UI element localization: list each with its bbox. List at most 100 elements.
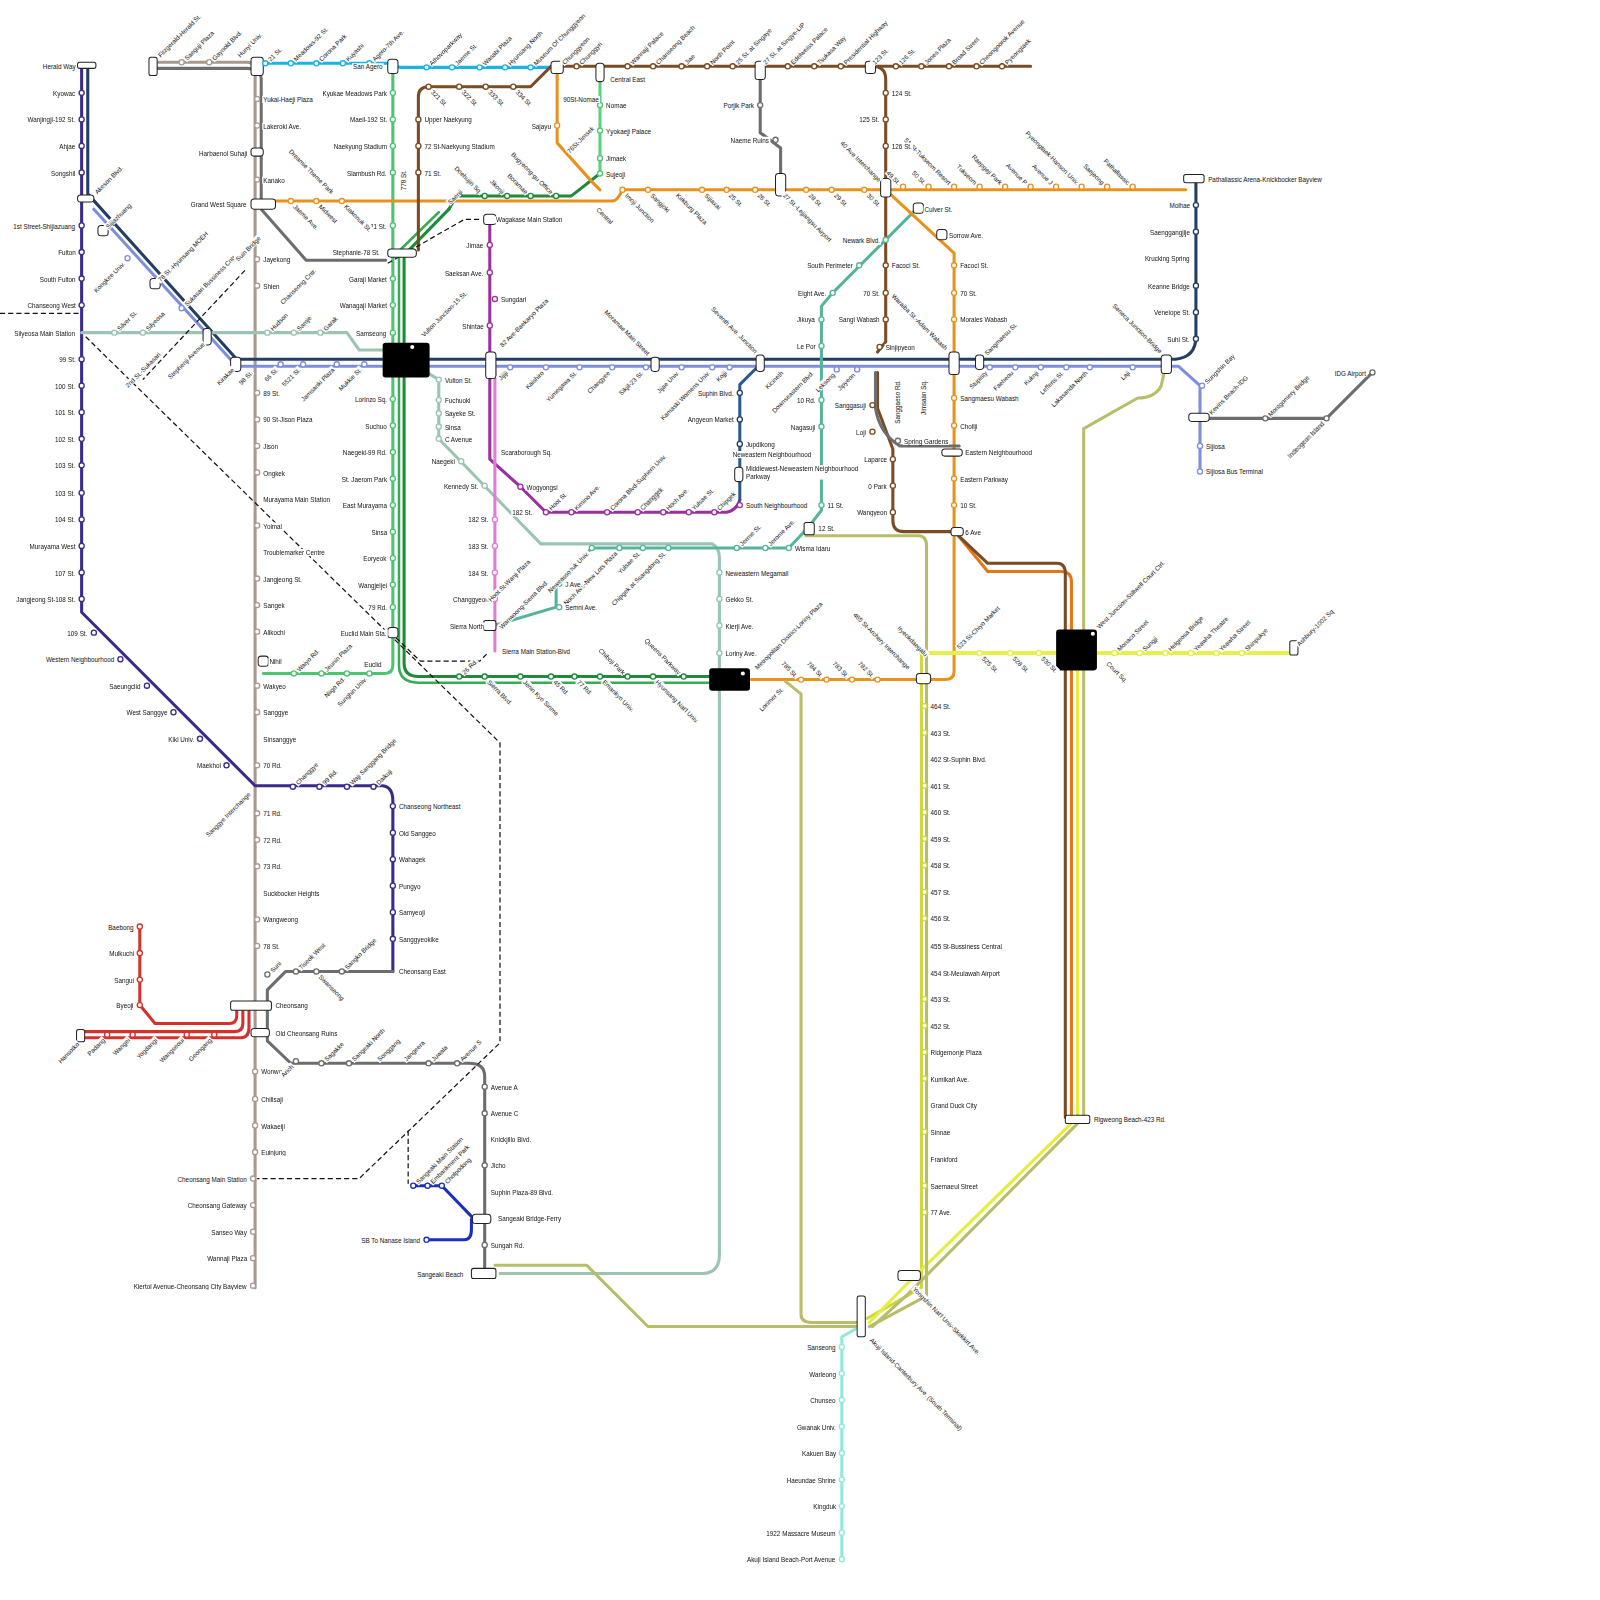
station-label: 124 St. bbox=[891, 89, 913, 96]
station-label: 79 Rd. bbox=[367, 604, 388, 611]
station-label: Suphin Plaza-89 Blvd. bbox=[490, 1188, 554, 1195]
station-dot bbox=[1193, 310, 1198, 315]
station-label: 103 St. bbox=[54, 462, 76, 469]
station-dot bbox=[293, 1059, 298, 1064]
station-label: 333 St. bbox=[486, 87, 507, 108]
station-dot bbox=[724, 187, 729, 192]
station-label: 321 St. bbox=[429, 87, 450, 108]
station-dot bbox=[91, 630, 96, 635]
station-dot bbox=[1054, 184, 1059, 189]
station-label: Wagakase Main Station bbox=[495, 216, 563, 223]
station-label: 50 St. bbox=[910, 168, 928, 186]
station-dot bbox=[118, 657, 123, 662]
station-dot bbox=[922, 1023, 927, 1028]
station-label: Alikochi bbox=[262, 628, 286, 635]
station-label: Sijiosa bbox=[1205, 442, 1226, 449]
station-label: Hyunsang Nat'l Univ. bbox=[654, 677, 702, 725]
station-label: Samje bbox=[294, 313, 313, 332]
station-label: 523 St-Chiyo Market bbox=[955, 603, 1002, 650]
station-label: Kumikari Ave. bbox=[930, 1075, 971, 1082]
station-label: Seventh Ave. Junction bbox=[709, 304, 760, 355]
station-dot bbox=[705, 64, 710, 69]
station-label: Avenue C bbox=[490, 1110, 520, 1117]
station-label: Kierji Ave. bbox=[724, 622, 754, 629]
station-dot bbox=[1137, 651, 1142, 656]
station-dot bbox=[137, 1003, 142, 1008]
station-label: Sagakke bbox=[322, 1039, 346, 1063]
station-dot bbox=[952, 317, 957, 322]
station-label: Suhi St. bbox=[1166, 335, 1190, 342]
station-label: Jipyeon bbox=[835, 370, 857, 392]
station-dot bbox=[314, 969, 319, 974]
station-dot bbox=[511, 84, 516, 89]
station-label: West Sanggye bbox=[126, 709, 169, 716]
station-dot bbox=[482, 193, 487, 198]
station-dot bbox=[79, 223, 84, 228]
station-dot bbox=[839, 1477, 844, 1482]
station-dot bbox=[482, 1084, 487, 1089]
station-dot bbox=[977, 651, 982, 656]
station-dot bbox=[79, 249, 84, 254]
station-label: Stupisty bbox=[967, 368, 989, 390]
station-dot bbox=[424, 1237, 429, 1242]
station-dot bbox=[528, 193, 533, 198]
station-dot bbox=[390, 90, 395, 95]
station-label: Avenue A bbox=[490, 1083, 519, 1090]
station-dot bbox=[482, 1242, 487, 1247]
station-dot bbox=[804, 187, 809, 192]
station-label: Naegeki-99 Rd. bbox=[342, 448, 388, 455]
station-dot bbox=[597, 128, 602, 133]
station-label: Vulton St. bbox=[444, 376, 473, 383]
station-dot bbox=[314, 61, 319, 66]
station-label: South Fulton bbox=[39, 275, 77, 282]
station-label: Wangjeijei bbox=[357, 581, 388, 588]
station-label: Sanseo Way bbox=[210, 1228, 248, 1235]
station-label: Silyeosa Main Station bbox=[13, 329, 76, 336]
station-label: 28 St. bbox=[807, 190, 825, 208]
station-dot bbox=[290, 784, 295, 789]
station-dot bbox=[834, 367, 839, 372]
station-dot bbox=[317, 784, 322, 789]
station-label: Haeundae Shrine bbox=[786, 1476, 837, 1483]
station-dot bbox=[425, 1183, 430, 1188]
station-dot bbox=[255, 629, 260, 634]
station-label: Pungyo bbox=[398, 882, 421, 889]
station-dot bbox=[293, 969, 298, 974]
station-dot bbox=[436, 436, 441, 441]
station-label: Tiseok West bbox=[296, 940, 327, 971]
station-dot bbox=[144, 683, 149, 688]
station-label: Ridgemonje Plaza bbox=[930, 1048, 983, 1055]
station-label: Jicho bbox=[490, 1162, 507, 1169]
station-label: Nomae bbox=[605, 102, 627, 109]
station-dot bbox=[829, 187, 834, 192]
station-label: Angyeon Market bbox=[687, 416, 735, 423]
station-label: 103 St. bbox=[54, 489, 76, 496]
station-label: Suchuo bbox=[364, 422, 387, 429]
station-dot bbox=[625, 64, 630, 69]
station-dot bbox=[1064, 365, 1069, 370]
station-dot bbox=[922, 889, 927, 894]
station-label: Sangek bbox=[262, 602, 285, 609]
station-label: Wahagek bbox=[398, 856, 426, 863]
station-dot bbox=[482, 674, 487, 679]
station-label: Cheonsang bbox=[274, 1002, 308, 1009]
station-dot bbox=[255, 683, 260, 688]
station-label: Sangeaki Beach bbox=[416, 1270, 464, 1277]
station-label: 182 St. bbox=[467, 516, 489, 523]
station-label: Yulsae St. bbox=[616, 549, 643, 576]
station-dot bbox=[416, 143, 421, 148]
station-dot bbox=[569, 510, 574, 515]
station-label: Sikjil-23 St. bbox=[616, 368, 645, 397]
station-label: 464 St. bbox=[930, 703, 952, 710]
station-dot bbox=[1008, 651, 1013, 656]
station-dot bbox=[974, 64, 979, 69]
station-dot bbox=[362, 362, 367, 367]
station-dot bbox=[390, 883, 395, 888]
station-label: 107 St. bbox=[54, 569, 76, 576]
station-label: Harbaenol Suhaji bbox=[198, 149, 248, 156]
station-label: Laji bbox=[1118, 368, 1132, 382]
station-dot bbox=[543, 510, 548, 515]
station-dot bbox=[79, 357, 84, 362]
station-dot bbox=[543, 365, 548, 370]
station-label: Swanseong bbox=[317, 972, 347, 1002]
